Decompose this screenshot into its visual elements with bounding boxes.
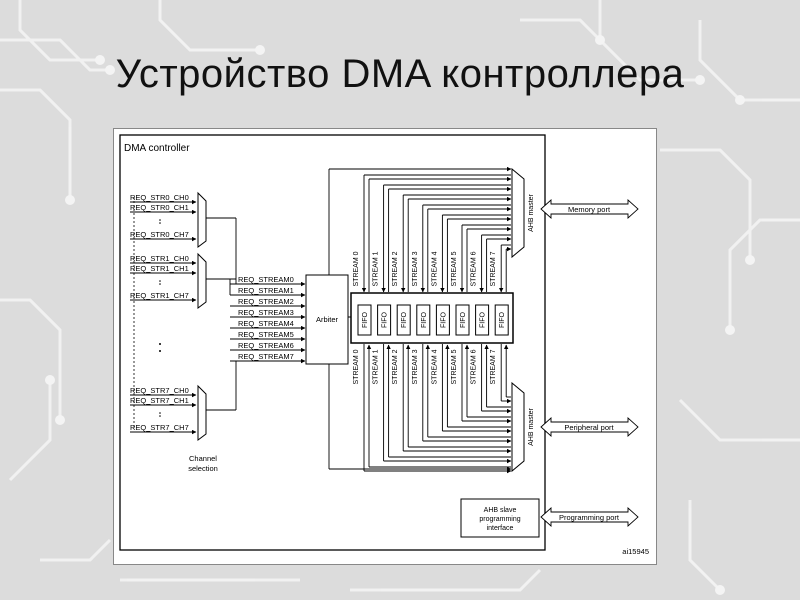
stream-label-lower: STREAM 1 (373, 349, 380, 384)
stream-label-upper: STREAM 3 (412, 251, 419, 286)
fifo-box (416, 304, 431, 336)
stream-label-lower: STREAM 6 (471, 349, 478, 384)
ellipsis-dot (159, 350, 161, 352)
ahb-slave-block (460, 498, 540, 538)
fifo-box (435, 304, 450, 336)
fifo-box (377, 304, 392, 336)
request-label: REQ_STR7_CH1 (130, 396, 189, 405)
fifo-label: FIFO (460, 311, 467, 327)
peripheral-port-arrow: Peripheral port (540, 416, 639, 438)
ellipsis-dot (159, 415, 161, 417)
fifo-box (357, 304, 372, 336)
figure-id-label: ai15945 (622, 547, 649, 556)
ahb-slave-label: interface (487, 525, 514, 532)
channel-selection-label: selection (188, 464, 218, 473)
ellipsis-dot (159, 343, 161, 345)
peripheral-port-label: Peripheral port (564, 423, 614, 432)
stream-label-lower: STREAM 0 (353, 349, 360, 384)
stream-label-upper: STREAM 4 (431, 251, 438, 286)
stream-label-upper: STREAM 5 (451, 251, 458, 286)
stream-label-lower: STREAM 2 (392, 349, 399, 384)
fifo-label: FIFO (499, 311, 506, 327)
fifo-label: FIFO (440, 311, 447, 327)
programming-port-label: Programming port (559, 513, 620, 522)
request-label: REQ_STR0_CH1 (130, 203, 189, 212)
stream-label-upper: STREAM 7 (490, 251, 497, 286)
channel-mux (197, 384, 207, 441)
ellipsis-dot (159, 222, 161, 224)
fifo-label: FIFO (382, 311, 389, 327)
ellipsis-dot (159, 280, 161, 282)
stream-label-upper: STREAM 6 (471, 251, 478, 286)
arbiter-label: Arbiter (316, 315, 339, 324)
fifo-box (494, 304, 509, 336)
request-label: REQ_STR1_CH0 (130, 254, 189, 263)
request-label: REQ_STR0_CH7 (130, 230, 189, 239)
ahb-master-peripheral-mux (511, 381, 525, 473)
arbiter-block (305, 274, 349, 365)
req-stream-label: REQ_STREAM5 (238, 330, 294, 339)
fifo-box (475, 304, 490, 336)
request-label: REQ_STR0_CH0 (130, 193, 189, 202)
req-stream-label: REQ_STREAM7 (238, 352, 294, 361)
request-label: REQ_STR7_CH7 (130, 423, 189, 432)
channel-selection-label: Channel (189, 454, 217, 463)
ellipsis-dot (159, 412, 161, 414)
dma-controller-frame (119, 134, 546, 551)
ahb-master-memory-label: AHB master (528, 193, 535, 231)
stream-label-upper: STREAM 2 (392, 251, 399, 286)
ahb-master-memory-mux (511, 167, 525, 259)
fifo-label: FIFO (480, 311, 487, 327)
ellipsis-dot (159, 219, 161, 221)
req-stream-label: REQ_STREAM1 (238, 286, 294, 295)
channel-mux (197, 191, 207, 248)
request-label: REQ_STR1_CH1 (130, 264, 189, 273)
stream-label-upper: STREAM 0 (353, 251, 360, 286)
request-label: REQ_STR1_CH7 (130, 291, 189, 300)
req-stream-label: REQ_STREAM3 (238, 308, 294, 317)
dma-block-diagram: DMA controller REQ_STR0_CH0REQ_STR0_CH1R… (119, 134, 649, 556)
stream-label-upper: STREAM 1 (373, 251, 380, 286)
ahb-master-peripheral-label: AHB master (528, 407, 535, 445)
slide-title: Устройство DMA контроллера (115, 52, 685, 96)
fifo-box (396, 304, 411, 336)
ahb-slave-label: programming (479, 516, 520, 523)
fifo-label: FIFO (421, 311, 428, 327)
stream-label-lower: STREAM 5 (451, 349, 458, 384)
req-stream-label: REQ_STREAM0 (238, 275, 294, 284)
req-stream-label: REQ_STREAM6 (238, 341, 294, 350)
fifo-label: FIFO (401, 311, 408, 327)
ahb-slave-label: AHB slave (484, 507, 517, 514)
memory-port-label: Memory port (568, 205, 611, 214)
stream-label-lower: STREAM 4 (431, 349, 438, 384)
dma-controller-label: DMA controller (124, 143, 190, 154)
memory-port-arrow: Memory port (540, 198, 639, 220)
ellipsis-dot (159, 283, 161, 285)
programming-port-arrow: Programming port (540, 506, 639, 528)
request-label: REQ_STR7_CH0 (130, 386, 189, 395)
stream-label-lower: STREAM 3 (412, 349, 419, 384)
fifo-label: FIFO (362, 311, 369, 327)
stream-label-lower: STREAM 7 (490, 349, 497, 384)
fifo-box (455, 304, 470, 336)
req-stream-label: REQ_STREAM4 (238, 319, 294, 328)
req-stream-label: REQ_STREAM2 (238, 297, 294, 306)
channel-mux (197, 252, 207, 309)
